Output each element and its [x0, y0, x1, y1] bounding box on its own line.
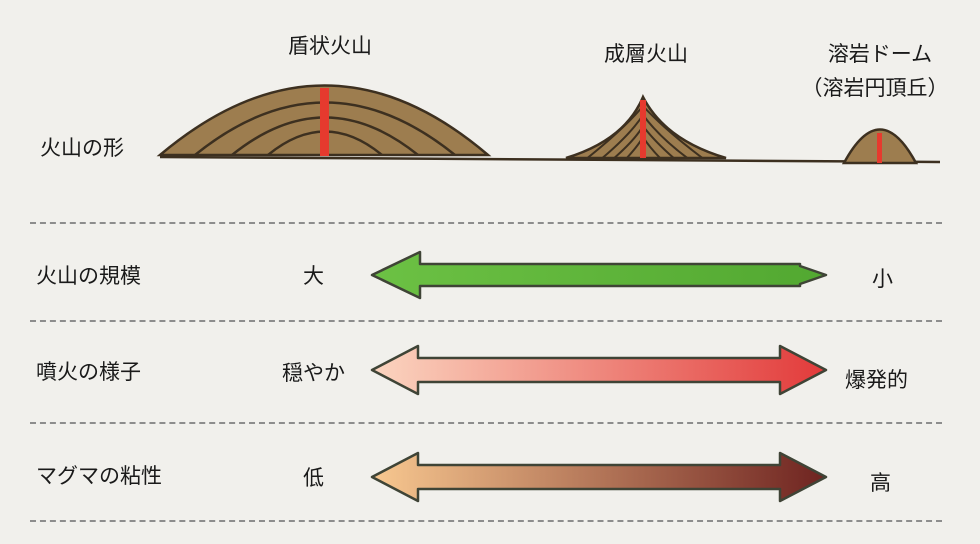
scale-arrow — [370, 250, 828, 300]
lava-dome-alt-title: （溶岩円頂丘） — [801, 76, 949, 100]
lava-dome-title: 溶岩ドーム — [827, 42, 933, 66]
eruption-right-label: 爆発的 — [845, 368, 908, 392]
eruption-arrow — [370, 344, 828, 396]
scale-left-label: 大 — [303, 264, 324, 288]
row-label-eruption: 噴火の様子 — [36, 360, 141, 384]
ground-line — [159, 155, 941, 164]
eruption-left-label: 穏やか — [282, 361, 345, 385]
dome-vent — [877, 133, 882, 163]
row-divider — [30, 320, 942, 322]
lava-dome-shape — [841, 128, 919, 165]
row-divider — [30, 222, 942, 224]
row-divider — [30, 422, 942, 424]
viscosity-left-label: 低 — [303, 466, 324, 490]
row-divider — [30, 520, 942, 522]
stratovolcano-title: 成層火山 — [604, 42, 688, 66]
scale-right-label: 小 — [872, 267, 893, 291]
row-label-shape: 火山の形 — [40, 136, 124, 160]
shield-volcano-title: 盾状火山 — [288, 34, 372, 58]
strato-vent — [640, 100, 646, 158]
row-label-scale: 火山の規模 — [36, 264, 141, 288]
shield-volcano-shape — [156, 84, 492, 157]
row-label-viscosity: マグマの粘性 — [36, 464, 162, 488]
shield-vent — [320, 88, 329, 156]
stratovolcano-shape — [565, 94, 727, 160]
viscosity-right-label: 高 — [870, 471, 891, 495]
viscosity-arrow — [370, 451, 828, 503]
